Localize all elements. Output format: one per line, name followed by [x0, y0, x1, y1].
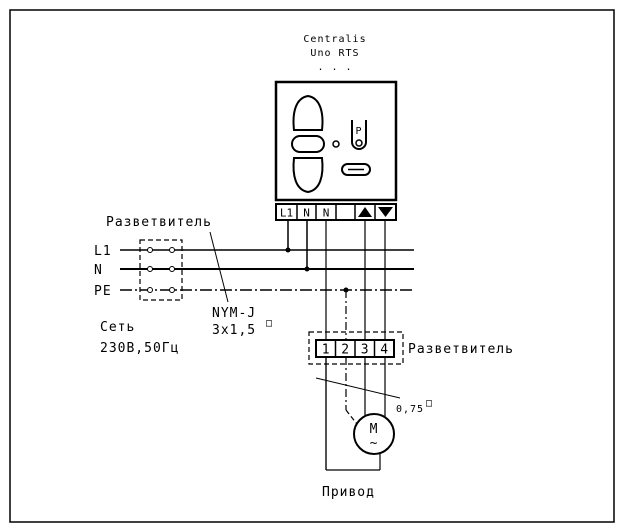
centralis-device: P	[274, 80, 398, 202]
terminal-block-3: 3	[361, 343, 369, 358]
line-pe-label: PE	[94, 284, 112, 299]
led-icon	[332, 140, 340, 148]
line-l1-label: L1	[94, 244, 112, 259]
motor-symbol: ~	[370, 436, 379, 451]
drive-label: Привод	[322, 485, 375, 500]
cable-leader	[209, 231, 229, 303]
motor-cable-unit: □	[426, 398, 433, 409]
cable-type-label: NYM-J	[212, 306, 256, 321]
device-name-line1: Centralis	[303, 34, 366, 45]
splitter-right-label: Разветвитель	[408, 342, 514, 357]
terminal-up-icon	[358, 207, 372, 217]
terminal-block-1: 1	[322, 343, 330, 358]
terminal-n2: N	[323, 207, 330, 220]
splitter-left	[139, 239, 183, 301]
mains-label-1: Сеть	[100, 320, 135, 335]
terminal-block-4: 4	[380, 343, 388, 358]
terminal-down-icon	[378, 207, 393, 217]
motor-cable-label: 0,75	[396, 404, 424, 415]
splitter-left-label: Разветвитель	[106, 215, 212, 230]
mains-label-2: 230В,50Гц	[100, 341, 179, 356]
prog-button-icon	[351, 120, 367, 150]
motor: M ~	[353, 413, 395, 455]
up-button-icon	[292, 94, 324, 131]
prog-label: P	[355, 126, 362, 137]
diagram-frame	[9, 9, 615, 523]
cable-section-label: 3x1,5	[212, 323, 256, 338]
cable-unit-label: □	[266, 318, 273, 329]
stop-button-icon	[291, 135, 325, 153]
terminal-block-2: 2	[341, 343, 349, 358]
line-n-label: N	[94, 263, 103, 278]
device-name-line2: Uno RTS	[310, 48, 359, 59]
device-name-line3: . . .	[317, 62, 352, 73]
device-terminal-strip: L1 N N	[275, 203, 397, 221]
terminal-n1: N	[303, 207, 310, 220]
prog-dot-icon	[355, 139, 363, 147]
terminal-block: 1 2 3 4	[308, 331, 404, 365]
motor-cable-leader	[315, 377, 401, 399]
junction-n	[304, 266, 310, 272]
motor-letter: M	[370, 422, 379, 437]
slider-icon	[341, 163, 371, 176]
terminal-l1: L1	[280, 207, 293, 220]
down-button-icon	[292, 157, 324, 194]
junction-l1	[285, 247, 291, 253]
